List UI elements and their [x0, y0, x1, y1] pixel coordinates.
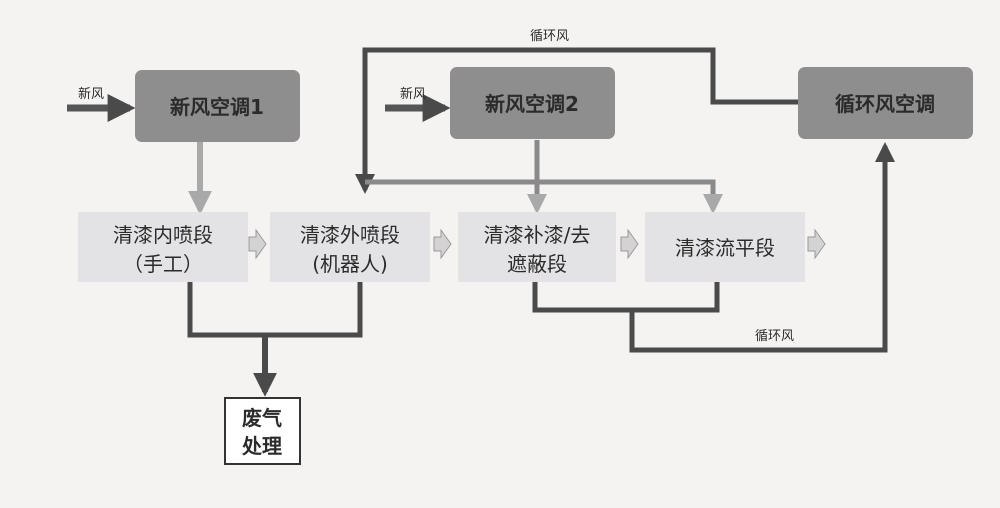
- exhaust-label-line1: 废气: [242, 406, 282, 430]
- process-arrow-2: [433, 228, 452, 260]
- fresh-ac-1-box: 新风空调1: [135, 70, 300, 142]
- fresh-ac-2-box: 新风空调2: [450, 67, 615, 139]
- touchup-label-line1: 清漆补漆/去: [484, 223, 591, 247]
- fresh-air-label-1: 新风: [78, 86, 104, 102]
- recirc-ac-box: 循环风空调: [798, 67, 973, 139]
- outer-spray-label-line2: (机器人): [312, 252, 388, 276]
- fresh-ac-2-label: 新风空调2: [485, 92, 579, 116]
- process-arrow-4: [807, 228, 826, 260]
- touchup-label-line2: 遮蔽段: [507, 252, 567, 276]
- process-arrow-1: [248, 228, 267, 260]
- recirc-supply-line: [355, 47, 800, 194]
- outer-spray-label-line1: 清漆外喷段: [300, 223, 400, 247]
- flash-off-stage-box: 清漆流平段: [645, 212, 805, 282]
- inner-spray-label-line2: （手工）: [123, 252, 203, 276]
- inner-spray-label-line1: 清漆内喷段: [113, 223, 213, 247]
- exhaust-collect-line: [187, 282, 363, 338]
- outer-spray-stage-box: 清漆外喷段 (机器人): [270, 212, 430, 282]
- inner-spray-stage-box: 清漆内喷段 （手工）: [78, 212, 248, 282]
- exhaust-treatment-box: 废气 处理: [224, 397, 301, 465]
- flash-off-label: 清漆流平段: [675, 236, 775, 260]
- supply-branch-bar: [365, 179, 723, 214]
- recirc-return-bracket: [532, 282, 720, 313]
- process-arrow-3: [620, 228, 639, 260]
- recirc-return-line: [629, 142, 895, 353]
- fresh-air-label-2: 新风: [400, 86, 426, 102]
- fresh-ac-1-label: 新风空调1: [170, 95, 264, 119]
- recirc-air-label-bottom: 循环风: [755, 329, 794, 344]
- exhaust-label-line2: 处理: [241, 434, 282, 458]
- recirc-air-label-top: 循环风: [530, 29, 569, 44]
- touchup-stage-box: 清漆补漆/去 遮蔽段: [458, 212, 616, 282]
- recirc-ac-label: 循环风空调: [835, 92, 935, 116]
